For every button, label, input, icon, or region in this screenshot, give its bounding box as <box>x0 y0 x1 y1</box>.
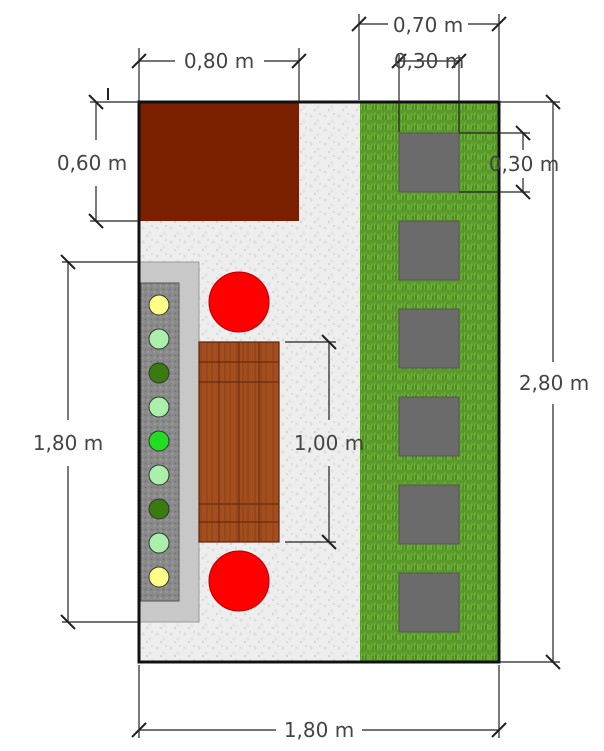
planter-plant <box>148 532 170 554</box>
planter-plant <box>148 294 170 316</box>
dimension-label: 0,60 m <box>57 151 127 175</box>
stepping-stone <box>398 572 460 633</box>
dimension-top-bed: 0,80 m <box>131 48 307 102</box>
stepping-stone <box>398 484 460 545</box>
red-plant-top <box>208 271 270 333</box>
dimension-total-width: 1,80 m <box>131 665 507 742</box>
dimension-label: 1,80 m <box>284 718 354 742</box>
dimension-total-height: 2,80 m <box>499 94 589 670</box>
planter-plant <box>148 362 170 384</box>
dimension-label: 1,00 m <box>294 431 364 455</box>
dimension-top-lawn: 0,70 m <box>351 13 507 100</box>
stepping-stone <box>398 132 460 193</box>
dimension-stone-width: 0,30 m <box>391 49 467 132</box>
dimension-label: 0,30 m <box>489 152 559 176</box>
dimension-label: 0,30 m <box>394 49 464 73</box>
planter-plant <box>148 430 170 452</box>
red-plant-bottom <box>208 550 270 612</box>
lawn-area <box>360 102 499 662</box>
dimension-planter-length: 1,80 m <box>33 254 139 630</box>
plan-border <box>137 100 501 664</box>
planter-plant <box>148 328 170 350</box>
stepping-stones <box>398 132 460 633</box>
dimension-bench-length: 1,00 m <box>285 334 364 550</box>
stepping-stone <box>398 396 460 457</box>
dimension-label: 1,80 m <box>33 431 103 455</box>
brown-bed <box>139 102 299 221</box>
dimension-label: 0,80 m <box>184 49 254 73</box>
planter-plant <box>148 464 170 486</box>
planter-plant <box>148 396 170 418</box>
dimension-stone-spacing: 0,30 m <box>459 125 559 200</box>
dimension-bed-depth: 0,60 m <box>57 88 139 229</box>
dimension-label: 0,70 m <box>393 13 463 37</box>
planter-plant <box>148 498 170 520</box>
planter-plants <box>148 294 170 588</box>
stepping-stone <box>398 220 460 281</box>
dimension-label: 2,80 m <box>519 371 589 395</box>
stepping-stone <box>398 308 460 369</box>
wooden-bench <box>198 341 280 543</box>
planter-plant <box>148 566 170 588</box>
